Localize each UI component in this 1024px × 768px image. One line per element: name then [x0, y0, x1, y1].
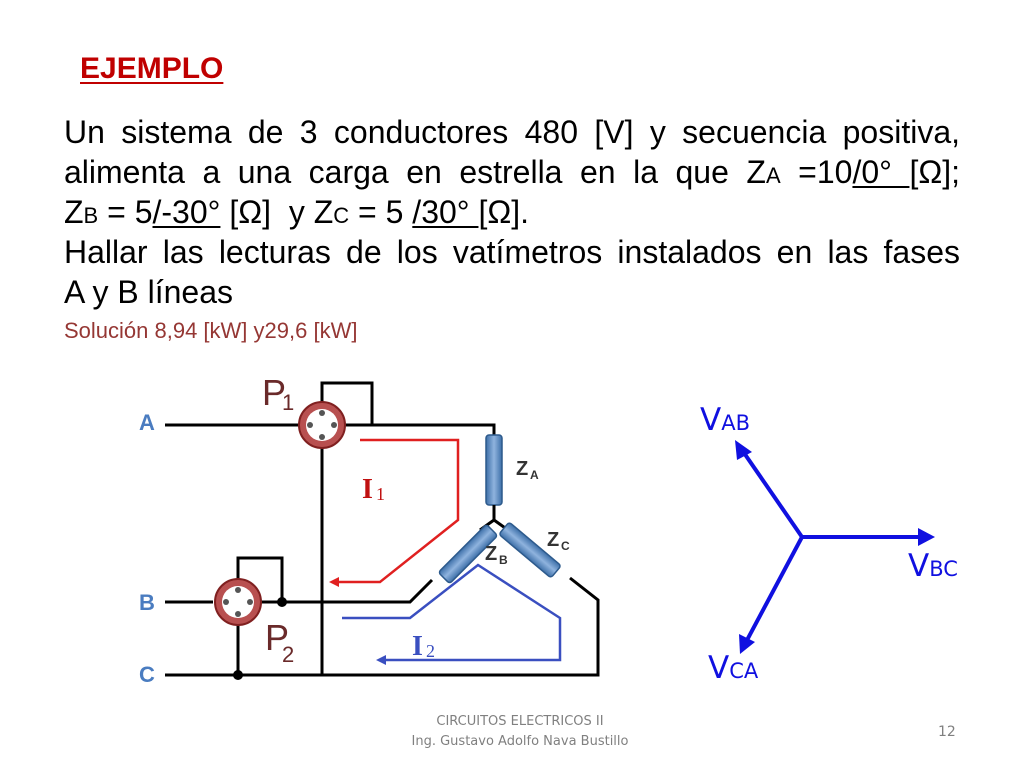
vca-label: VCA: [708, 650, 759, 686]
za-value: =10: [780, 154, 853, 190]
p1-subscript: 1: [282, 390, 294, 415]
za-label-sub: A: [530, 468, 539, 482]
junction-dot-c: [233, 670, 243, 680]
zb-subscript: B: [83, 203, 99, 228]
problem-line-2: alimenta a una carga en estrella en la q…: [64, 152, 960, 196]
i2-letter: I: [412, 631, 423, 662]
problem-line-4: Hallar las lecturas de los vatímetros in…: [64, 234, 960, 270]
current-i2-arrow: [342, 563, 562, 665]
za-unit: [Ω];: [909, 154, 961, 190]
zb-label-sub: B: [499, 553, 508, 567]
line-c-label: C: [139, 662, 155, 687]
wattmeter-p1: [298, 401, 346, 449]
i2-subscript: 2: [426, 641, 435, 661]
za-angle: /0°: [852, 154, 910, 190]
vab-main: V: [700, 402, 721, 438]
junction-dot-b: [277, 597, 287, 607]
zb-unit-and-zc: [Ω] y Z: [220, 194, 334, 230]
i1-subscript: 1: [376, 484, 385, 504]
zb-label: Z: [485, 543, 497, 565]
vca-phasor: [744, 536, 804, 643]
circuit-wires: [165, 381, 600, 677]
problem-line-1: Un sistema de 3 conductores 480 [V] y se…: [64, 114, 960, 150]
zc-value: = 5: [349, 194, 413, 230]
footer-course: CIRCUITOS ELECTRICOS II: [436, 714, 604, 729]
footer-credit: CIRCUITOS ELECTRICOS II Ing. Gustavo Ado…: [400, 712, 640, 752]
zb-letter: Z: [64, 194, 84, 230]
solution-text: Solución 8,94 [kW] y29,6 [kW]: [64, 318, 358, 343]
zc-label-sub: C: [561, 539, 570, 553]
impedance-zc: [499, 522, 561, 578]
zc-angle: /30°: [412, 194, 479, 230]
zc-label: Z: [547, 529, 559, 551]
vbc-label: VBC: [908, 548, 958, 584]
p2-letter: P: [265, 617, 289, 658]
slide-heading: EJEMPLO: [80, 52, 224, 85]
p2-subscript: 2: [282, 642, 294, 667]
vbc-arrowhead: [918, 528, 935, 546]
wattmeter-p2: [214, 578, 262, 626]
vbc-main: V: [908, 548, 929, 584]
zc-unit: [Ω].: [478, 194, 530, 230]
problem-line-5: A y B líneas: [64, 274, 233, 310]
footer-author: Ing. Gustavo Adolfo Nava Bustillo: [411, 734, 629, 749]
zc-subscript: C: [333, 203, 350, 228]
zb-value: = 5: [98, 194, 153, 230]
line2-text: alimenta a una carga en estrella en la q…: [64, 154, 766, 190]
page-number: 12: [938, 724, 956, 740]
vab-subscript: AB: [721, 411, 750, 435]
vca-subscript: CA: [729, 659, 759, 683]
vab-arrowhead: [735, 440, 752, 460]
za-subscript: A: [765, 163, 781, 188]
problem-line-3: ZB = 5/-30° [Ω] y ZC = 5 /30° [Ω].: [64, 192, 960, 236]
line-b-label: B: [139, 590, 155, 615]
za-label: Z: [516, 458, 528, 480]
vca-main: V: [708, 650, 729, 686]
zb-angle: /-30°: [152, 194, 221, 230]
p1-letter: P: [262, 372, 286, 413]
vab-label: VAB: [700, 402, 750, 438]
line-a-label: A: [139, 410, 155, 435]
i1-letter: I: [362, 474, 373, 505]
vab-phasor: [740, 448, 804, 539]
vca-arrowhead: [739, 634, 755, 654]
vbc-subscript: BC: [929, 557, 958, 581]
current-i1-arrow: [329, 438, 460, 587]
impedance-zb: [438, 524, 498, 584]
